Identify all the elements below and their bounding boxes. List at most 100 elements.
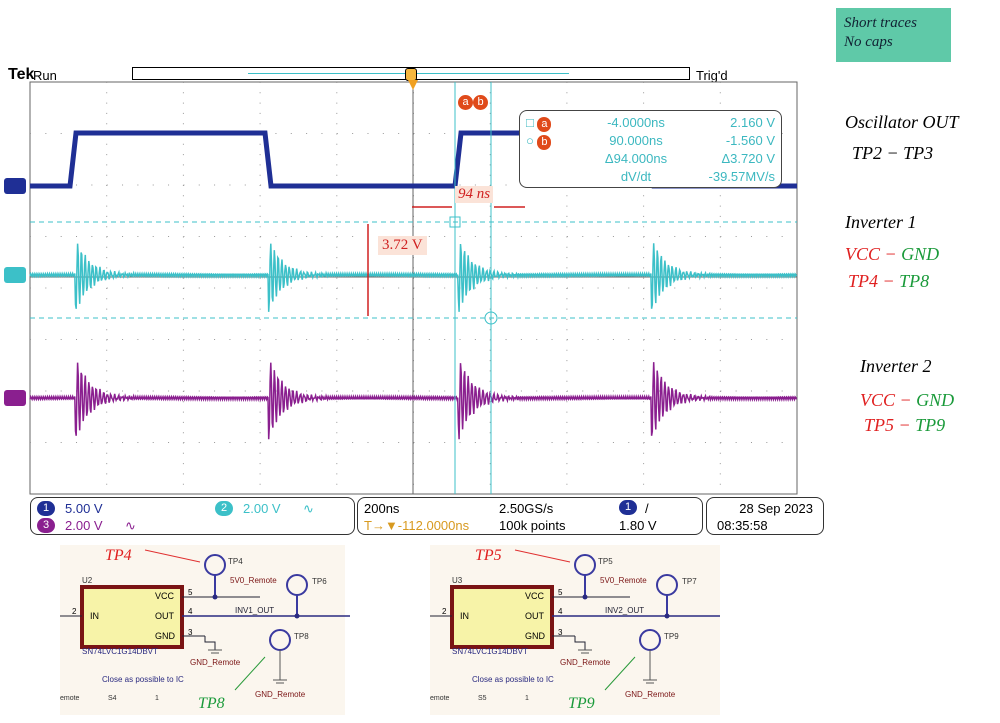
pin-fragment: 1 <box>155 695 159 702</box>
osc-testpoints: TP2 − TP3 <box>852 143 934 163</box>
net-out: INV2_OUT <box>605 606 645 615</box>
net-out: INV1_OUT <box>235 606 275 615</box>
inv2-supply: VCC − GND <box>860 390 955 410</box>
pin-out: OUT <box>525 611 544 621</box>
ch3-waveform <box>29 362 798 440</box>
net-gnd: GND_Remote <box>190 658 241 667</box>
tp-out-label: TP7 <box>682 577 697 586</box>
inv1-supply: VCC − GND <box>845 244 940 264</box>
pin-in: IN <box>460 611 469 621</box>
net-gnd2: GND_Remote <box>625 690 676 699</box>
pin-5: 5 <box>188 588 193 597</box>
pin-4: 4 <box>188 607 193 616</box>
cursor-a-handle[interactable]: a <box>458 95 473 110</box>
tp-gnd-label: TP9 <box>664 632 679 641</box>
ch1-badge[interactable]: 1 <box>37 501 55 516</box>
pin-vcc: VCC <box>525 591 545 601</box>
note-line: Short traces <box>844 15 917 31</box>
waveform-display[interactable] <box>0 80 800 496</box>
trigger-position-marker <box>408 80 418 90</box>
ch2-ground-marker <box>4 267 26 283</box>
time: 08:35:58 <box>717 518 768 533</box>
ch3-badge[interactable]: 3 <box>37 518 55 533</box>
acquisition-state: Run <box>33 68 57 83</box>
ref-designator: U2 <box>82 576 93 585</box>
inv2-testpoints: TP5 − TP9 <box>864 415 946 435</box>
inv1-title: Inverter 1 <box>845 212 917 232</box>
part-number: SN74LVC1G14DBVT <box>452 647 528 656</box>
cursor-b-volt: -1.560 V <box>725 133 775 148</box>
trigger-level[interactable]: 1.80 V <box>619 518 657 533</box>
net-vcc: 5V0_Remote <box>230 576 277 585</box>
trigger-slope-icon[interactable]: / <box>645 501 649 516</box>
brand-logo: Tek <box>8 66 35 83</box>
pin-2: 2 <box>442 607 447 616</box>
cursor-a-icon: □ a <box>526 114 586 132</box>
callout-tp-gnd: TP8 <box>198 695 225 712</box>
ch2-badge[interactable]: 2 <box>215 501 233 516</box>
ch3-ground-marker <box>4 390 26 406</box>
delta-volt: Δ3.720 V <box>721 151 776 166</box>
inv2-title: Inverter 2 <box>860 356 932 376</box>
cursor-b-marker <box>484 311 498 325</box>
timebase[interactable]: 200ns <box>364 501 400 516</box>
cursor-b-handle[interactable]: b <box>473 95 488 110</box>
tp-gnd-label: TP8 <box>294 632 309 641</box>
ch1-ground-marker <box>4 178 26 194</box>
part-number: SN74LVC1G14DBVT <box>82 647 158 656</box>
ch2-waveform <box>29 243 798 312</box>
osc-title: Oscillator OUT <box>845 112 959 132</box>
channel-scales[interactable]: 1 5.00 V 2 2.00 V ∿ 3 2.00 V ∿ <box>30 497 355 535</box>
inv1-testpoints: TP4 − TP8 <box>848 271 930 291</box>
trigger-position[interactable]: T→▼-112.0000ns <box>364 518 470 533</box>
ref-designator: U3 <box>452 576 463 585</box>
tp-out-label: TP6 <box>312 577 327 586</box>
pin-gnd: GND <box>155 631 175 641</box>
cursor-a-marker <box>449 216 461 228</box>
note-line: No caps <box>844 34 893 50</box>
pin-vcc: VCC <box>155 591 175 601</box>
cursor-b-icon: ○ b <box>526 132 586 150</box>
placement-note: Close as possible to IC <box>472 675 554 684</box>
dvdt-label: dV/dt <box>620 169 652 184</box>
ch3-scale[interactable]: 2.00 V <box>65 518 103 533</box>
ch2-scale[interactable]: 2.00 V <box>243 501 281 516</box>
callout-tp-top: TP5 <box>475 547 502 564</box>
pin-gnd: GND <box>525 631 545 641</box>
ref-fragment: S4 <box>108 695 117 702</box>
net-fragment: emote <box>430 695 450 702</box>
callout-tp-top: TP4 <box>105 547 132 564</box>
trigger-source[interactable]: 1 <box>619 500 637 515</box>
placement-note: Close as possible to IC <box>102 675 184 684</box>
callout-tp-gnd: TP9 <box>568 695 595 712</box>
sample-rate: 2.50GS/s <box>499 501 554 516</box>
pin-in: IN <box>90 611 99 621</box>
delta-time: Δ94.000ns <box>604 151 668 166</box>
tp-top-label: TP4 <box>228 557 243 566</box>
pin-3: 3 <box>188 628 193 637</box>
bandwidth-icon: ∿ <box>303 500 314 516</box>
pin-fragment: 1 <box>525 695 529 702</box>
net-gnd: GND_Remote <box>560 658 611 667</box>
pin-2: 2 <box>72 607 77 616</box>
cursor-a-time: -4.0000ns <box>607 115 665 130</box>
record-view-bar[interactable] <box>132 67 690 81</box>
horizontal-trigger-settings[interactable]: 200ns 2.50GS/s 1 / T→▼-112.0000ns 100k point… <box>357 497 703 535</box>
record-length: 100k points <box>499 518 566 533</box>
pin-3: 3 <box>558 628 563 637</box>
pin-4: 4 <box>558 607 563 616</box>
dvdt-value: -39.57MV/s <box>708 169 775 184</box>
ref-fragment: S5 <box>478 695 487 702</box>
cursor-a-volt: 2.160 V <box>730 115 775 130</box>
bandwidth-icon: ∿ <box>125 517 136 533</box>
schematic-wires <box>60 549 350 691</box>
ch1-scale[interactable]: 5.00 V <box>65 501 103 516</box>
annotation-note: Short traces No caps <box>836 8 951 62</box>
schematic-wires <box>430 549 720 691</box>
net-vcc: 5V0_Remote <box>600 576 647 585</box>
cursor-b-time: 90.000ns <box>609 133 663 148</box>
